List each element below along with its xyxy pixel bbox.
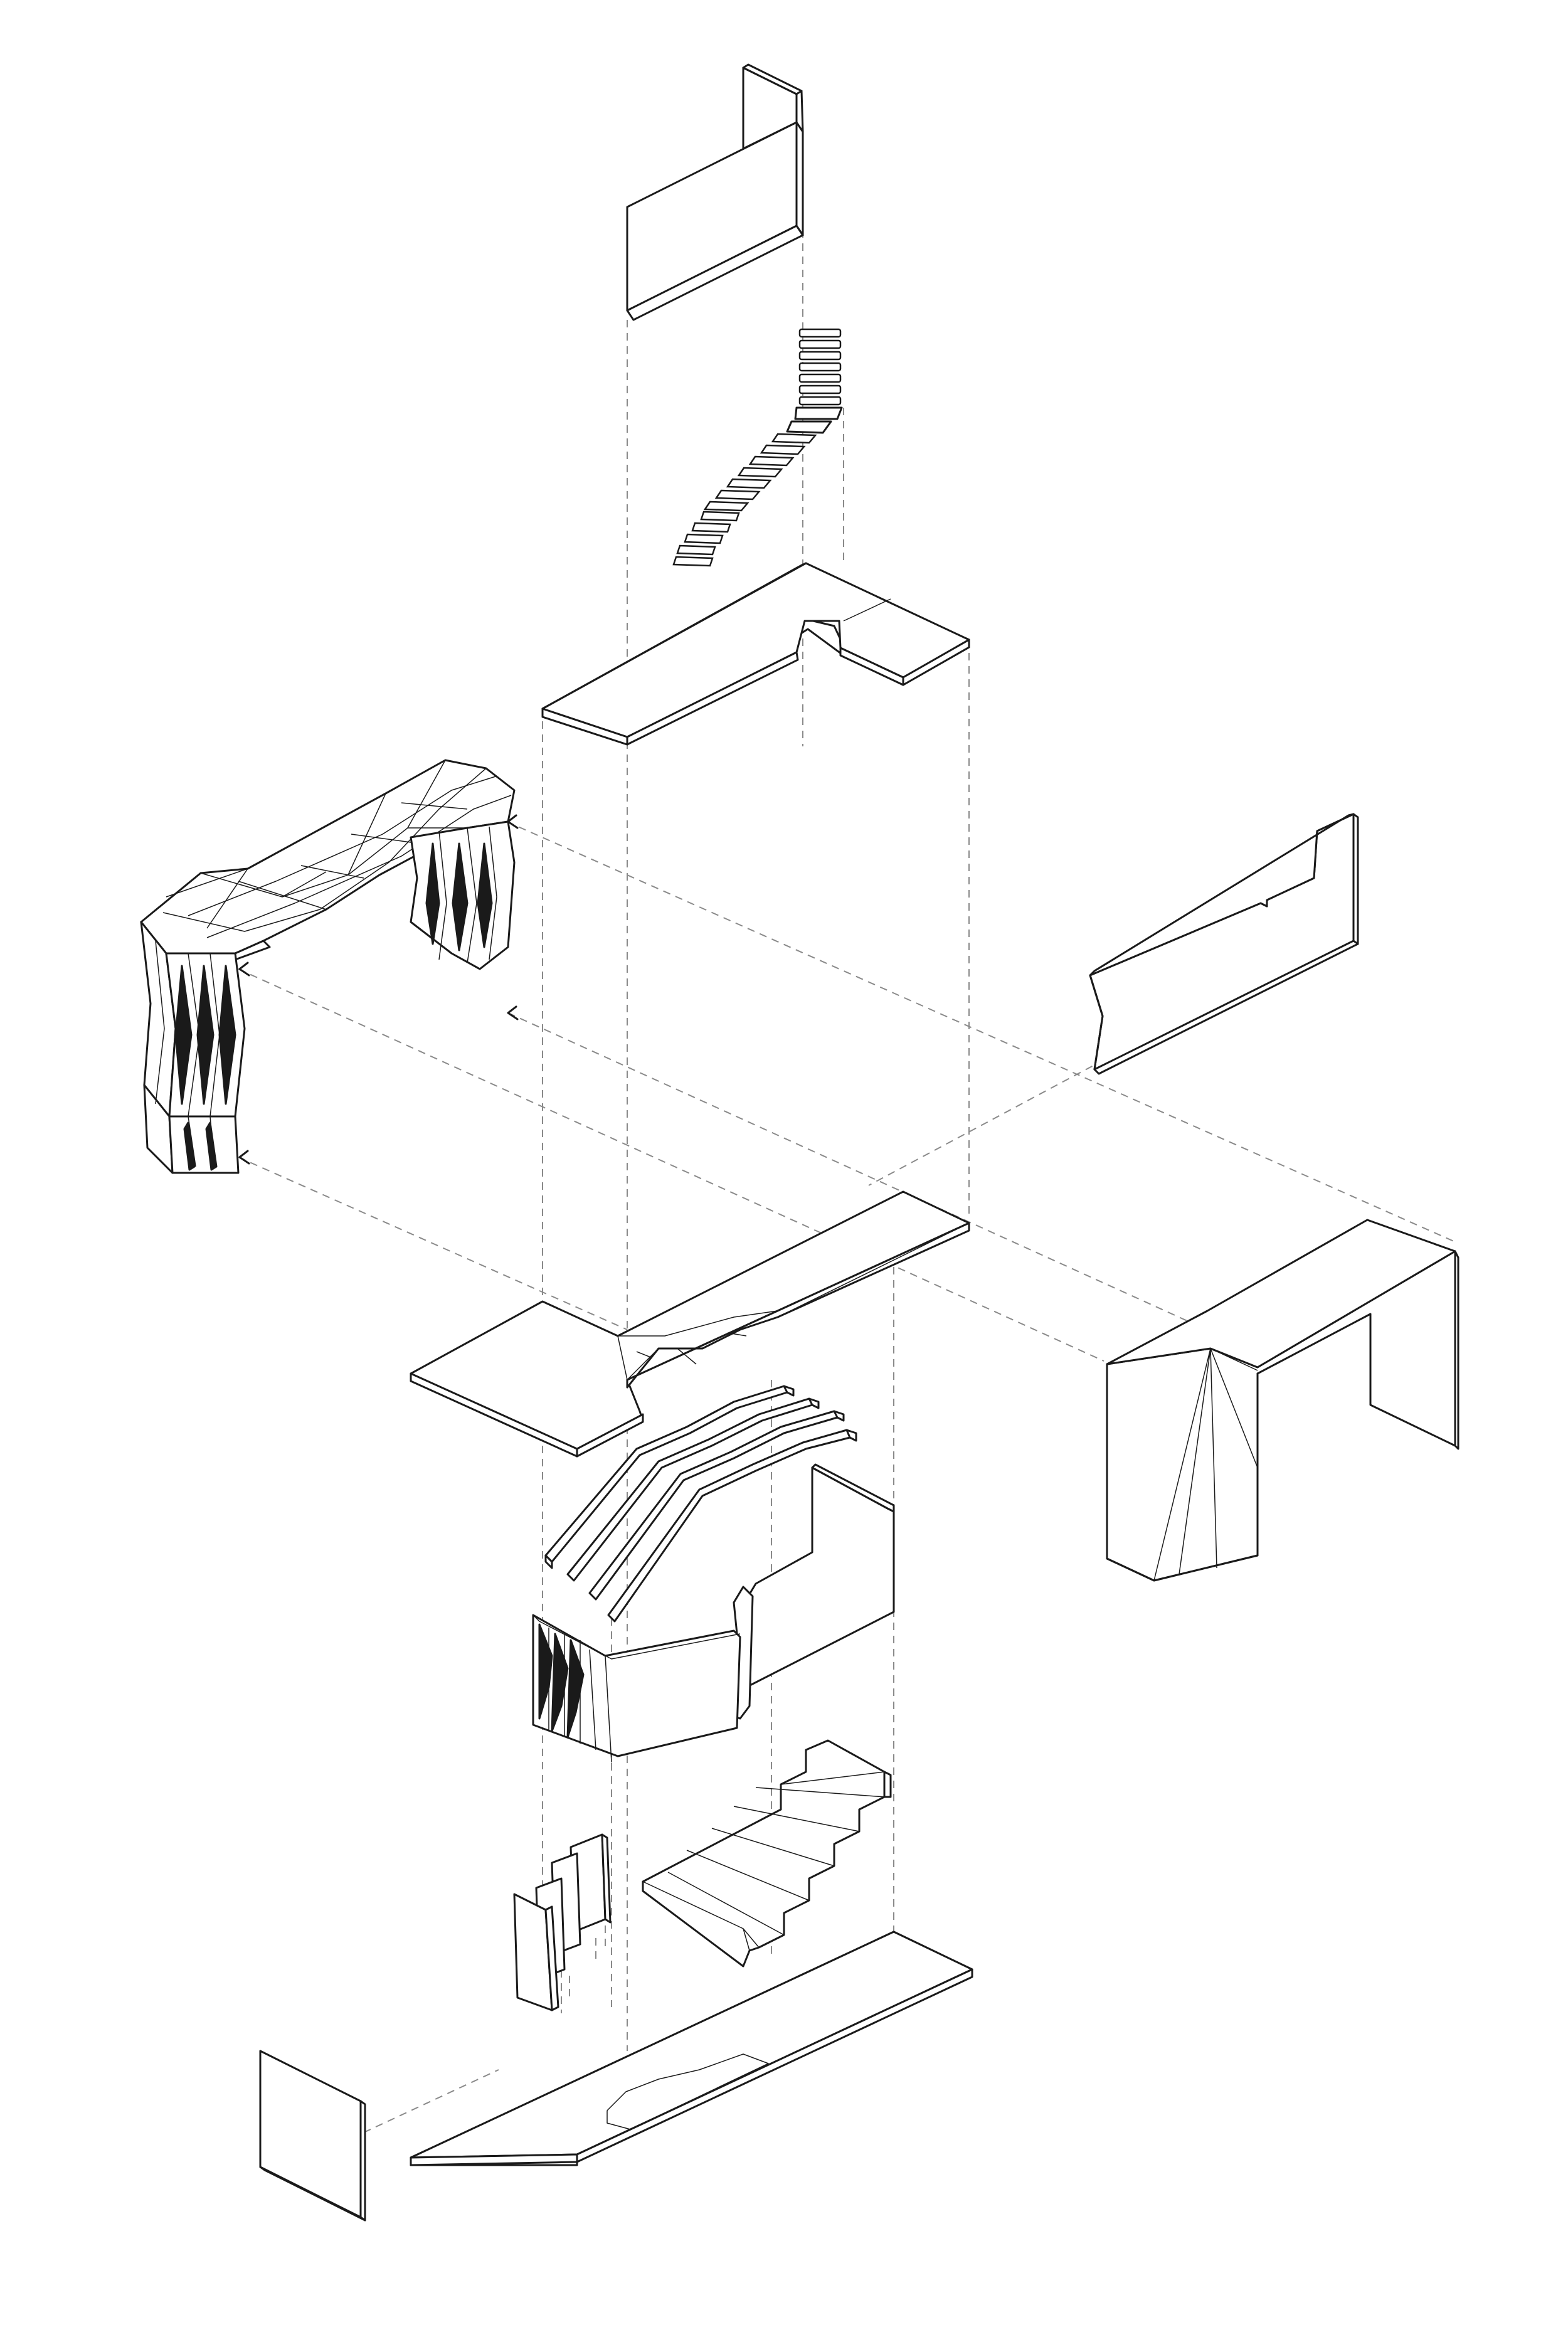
right-portal-frame [1106,1219,1459,1582]
top-wall-panel [626,63,804,321]
fin-panels [513,1833,612,2011]
ground-slab [410,1931,973,2166]
folded-wall-assembly [532,1463,895,1763]
stair-flight [642,1739,892,1968]
upper-floor-slab [541,562,970,746]
spiral-stair [672,328,843,567]
middle-floor-slab [410,1190,970,1458]
right-wall-panel [1089,813,1359,1075]
folded-truss-bridge [140,759,519,1174]
small-square-panel [259,2050,366,2222]
curved-ribs [544,1385,857,1623]
